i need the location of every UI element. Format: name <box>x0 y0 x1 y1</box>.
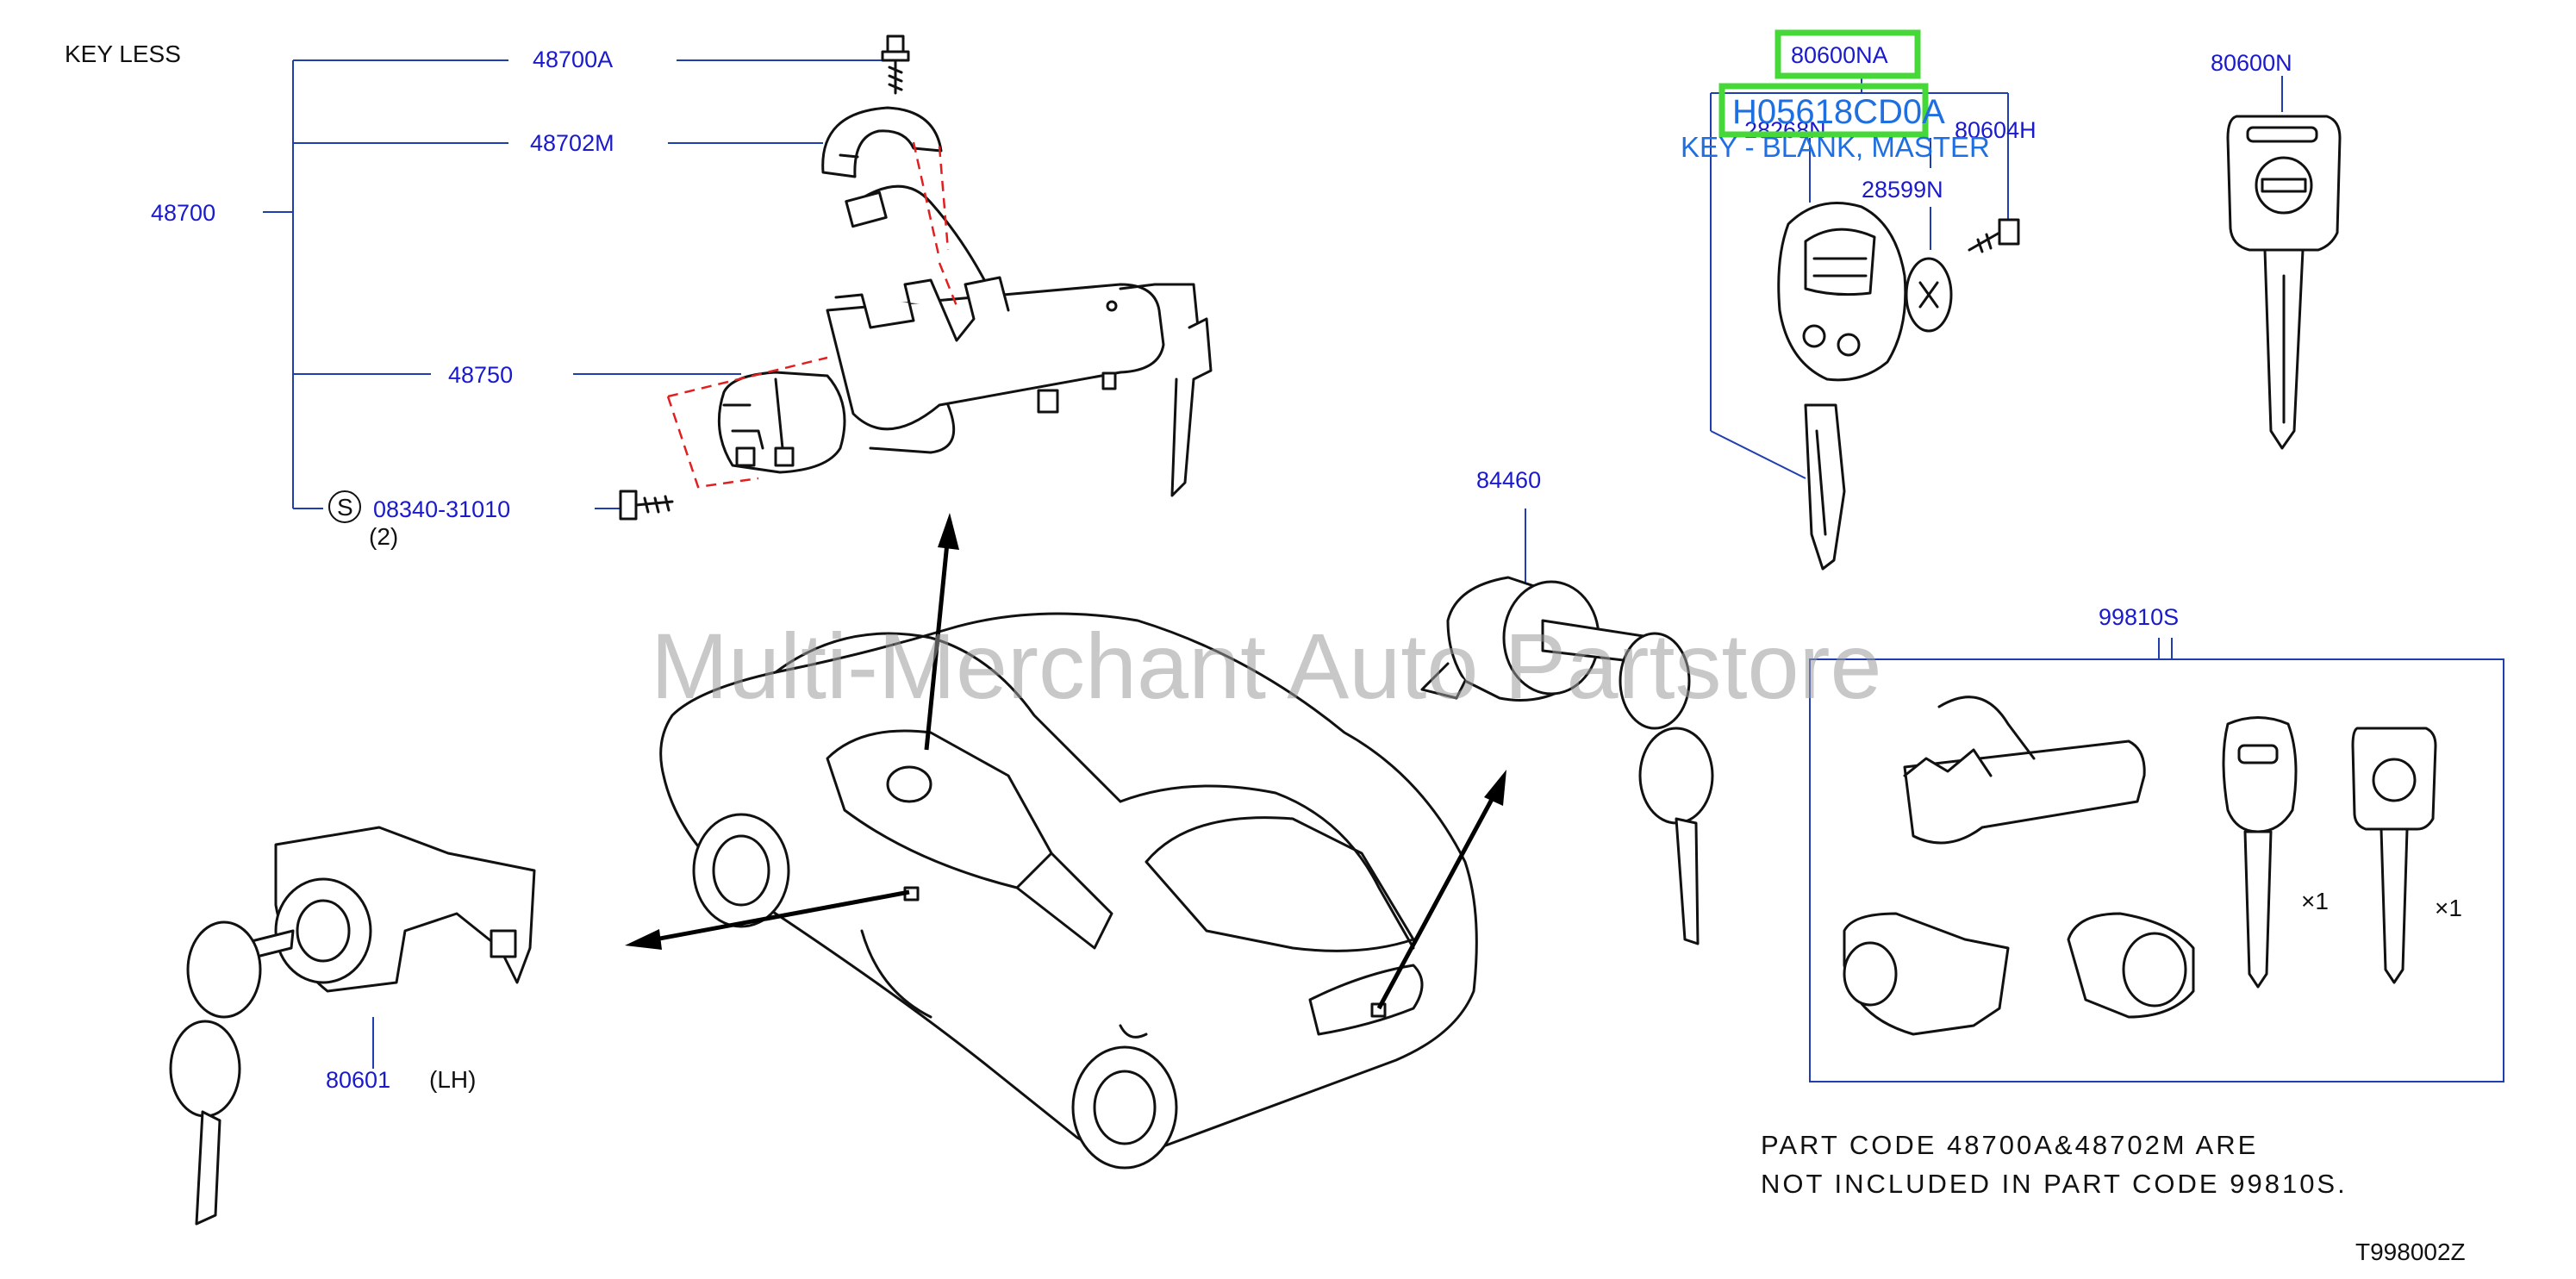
label-08340-31010[interactable]: 08340-31010 <box>373 496 510 522</box>
labels: KEY LESS 48700A 48702M 48700 48750 S 083… <box>65 29 2466 1265</box>
key-blade-28268N-drawing <box>1804 403 1846 571</box>
door-lock-80601-drawing <box>169 826 536 1226</box>
kit-99810S-box <box>1809 638 2504 1082</box>
screw-80604H-drawing <box>1968 218 2020 253</box>
label-qty-2: (2) <box>369 523 398 550</box>
car-outline-drawing <box>659 612 1478 1170</box>
pointer-arrows <box>625 513 1506 1010</box>
note-line-2: NOT INCLUDED IN PART CODE 99810S. <box>1761 1169 2348 1199</box>
label-80600NA[interactable]: 80600NA <box>1791 42 1888 68</box>
label-lh: (LH) <box>429 1066 476 1093</box>
cylinder-48750-drawing <box>717 371 846 474</box>
label-48702M[interactable]: 48702M <box>530 130 614 156</box>
bolt-48700A-drawing <box>881 34 910 95</box>
label-99810S[interactable]: 99810S <box>2099 604 2179 630</box>
highlight-box-80600NA <box>1775 29 1921 79</box>
leader-lines-key-group <box>1710 74 2283 659</box>
ignition-switch-drawing <box>826 184 1213 497</box>
screw-08340-drawing <box>619 490 674 521</box>
leader-lines-ignition-group <box>263 59 1526 1069</box>
assembly-dash-lines <box>666 141 958 489</box>
label-80600N[interactable]: 80600N <box>2211 50 2292 76</box>
battery-28599N-drawing <box>1905 257 1953 333</box>
label-84460[interactable]: 84460 <box>1476 467 1541 493</box>
cover-48702M-drawing <box>821 106 943 178</box>
diagram-code: T998002Z <box>2355 1238 2466 1265</box>
remote-key-fob-drawing <box>1777 202 1907 382</box>
highlight-code[interactable]: H05618CD0A <box>1732 93 1945 131</box>
header-keyless: KEY LESS <box>65 41 181 67</box>
highlight-description: KEY - BLANK, MASTER <box>1681 131 1990 163</box>
master-key-80600N-drawing <box>2226 115 2342 450</box>
highlight-box-H05618CD0A <box>1718 83 1929 138</box>
note-line-1: PART CODE 48700A&48702M ARE <box>1761 1130 2258 1160</box>
qty-master-key: ×1 <box>2435 895 2462 921</box>
label-48750[interactable]: 48750 <box>448 362 513 388</box>
label-48700A[interactable]: 48700A <box>533 47 613 72</box>
label-80604H[interactable]: 80604H <box>1955 117 2036 143</box>
screw-symbol-circle <box>328 490 361 523</box>
qty-fob-key: ×1 <box>2301 888 2329 914</box>
label-80601[interactable]: 80601 <box>326 1067 390 1093</box>
label-28268N[interactable]: 28268N <box>1744 117 1826 143</box>
label-28599N[interactable]: 28599N <box>1862 177 1943 203</box>
screw-symbol-letter: S <box>337 494 353 521</box>
trunk-lock-84460-drawing <box>1420 576 1714 945</box>
label-48700[interactable]: 48700 <box>151 200 215 226</box>
watermark: Multi-Merchant Auto Partstore <box>651 614 1882 718</box>
